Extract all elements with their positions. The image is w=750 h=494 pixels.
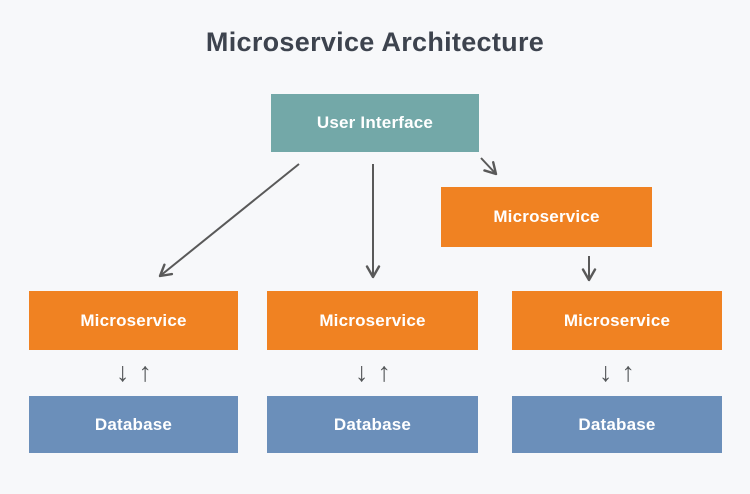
node-database-left: Database [29,396,238,453]
arrow-ui-to-top-right-microservice [480,157,498,176]
node-microservice-middle-label: Microservice [319,310,426,330]
bidirectional-arrows-middle: ↓ ↑ [355,355,391,389]
node-microservice-right-label: Microservice [563,310,671,330]
node-microservice-top-right-label: Microservice [493,207,600,226]
node-user-interface-label: User Interface [316,113,434,132]
arrow-ui-to-left-microservice [158,163,300,278]
up-arrow-icon: ↑ [621,357,636,387]
down-arrow-icon: ↓ [116,357,130,387]
node-database-right-label: Database [578,414,656,434]
down-arrow-icon: ↓ [355,357,369,387]
node-microservice-top-right: Microservice [441,187,652,247]
bidirectional-arrows-right: ↓ ↑ [599,355,635,389]
node-database-right: Database [512,396,722,453]
node-database-middle-label: Database [333,414,412,434]
node-database-middle: Database [267,396,478,453]
down-arrow-icon: ↓ [599,357,613,387]
node-microservice-right: Microservice [512,291,722,350]
node-microservice-left-label: Microservice [80,310,187,330]
bidirectional-arrows-left: ↓ ↑ [116,355,152,389]
node-microservice-middle: Microservice [267,291,478,350]
diagram-title: Microservice Architecture [205,27,545,57]
node-microservice-left: Microservice [29,291,238,350]
node-user-interface: User Interface [271,94,479,152]
up-arrow-icon: ↑ [377,357,392,387]
node-database-left-label: Database [94,414,173,434]
up-arrow-icon: ↑ [138,357,153,387]
